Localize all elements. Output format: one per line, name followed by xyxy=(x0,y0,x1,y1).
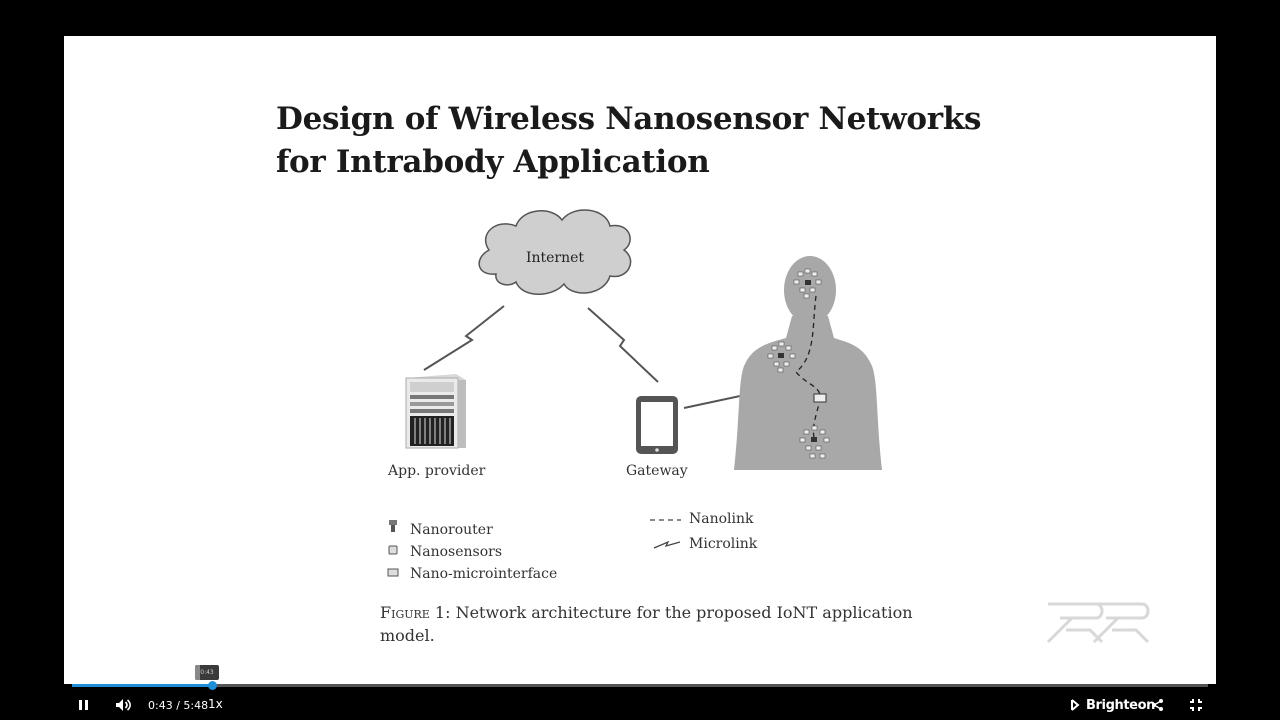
volume-button[interactable] xyxy=(112,694,134,716)
network-diagram: Internet App. provider xyxy=(64,36,1216,684)
brand-label: Brighteon xyxy=(1086,698,1155,713)
progress-hover-tooltip: 0:43 xyxy=(195,665,219,680)
speaker-icon xyxy=(112,694,134,716)
caption-text: Network architecture for the proposed Io… xyxy=(380,603,913,645)
app-provider-label: App. provider xyxy=(387,463,486,479)
phone-icon xyxy=(636,396,678,454)
video-frame: Design of Wireless Nanosensor Networks f… xyxy=(64,36,1216,684)
internet-label: Internet xyxy=(526,250,584,266)
progress-handle[interactable] xyxy=(208,681,217,690)
exit-fullscreen-icon xyxy=(1188,697,1204,713)
time-display: 0:43 / 5:48 xyxy=(148,699,208,712)
legend-right: Nanolink Microlink xyxy=(650,511,758,552)
legend-nanorouter: Nanorouter xyxy=(410,522,493,538)
figure-label: Figure 1: xyxy=(380,603,450,622)
figure-caption: Figure 1: Network architecture for the p… xyxy=(380,601,940,647)
legend-microlink: Microlink xyxy=(689,536,758,552)
pause-icon xyxy=(73,694,95,716)
progress-fill xyxy=(72,684,212,687)
share-icon xyxy=(1150,697,1166,713)
legend-nanosensors: Nanosensors xyxy=(410,544,502,560)
nano-microinterface-icon xyxy=(388,569,398,576)
playback-speed-button[interactable]: 1x xyxy=(208,697,223,711)
microlink-line-icon xyxy=(654,542,680,548)
brighteon-logo-icon xyxy=(1070,698,1084,712)
progress-bar[interactable] xyxy=(72,684,1208,687)
brighteon-brand-button[interactable]: Brighteon xyxy=(1070,696,1155,714)
legend-nanolink: Nanolink xyxy=(689,511,754,527)
legend-nano-microinterface: Nano-microinterface xyxy=(410,566,557,582)
exit-fullscreen-button[interactable] xyxy=(1188,697,1204,713)
gateway-label: Gateway xyxy=(626,463,688,479)
human-body-figure xyxy=(734,256,882,470)
legend-left: Nanorouter Nanosensors Nano-microinterfa… xyxy=(388,520,557,582)
nanorouter-icon xyxy=(389,520,397,532)
brighteon-watermark-logo xyxy=(1044,600,1152,646)
pause-button[interactable] xyxy=(73,694,95,716)
share-button[interactable] xyxy=(1150,697,1166,713)
nanosensor-icon xyxy=(389,546,397,554)
server-icon xyxy=(406,374,466,448)
